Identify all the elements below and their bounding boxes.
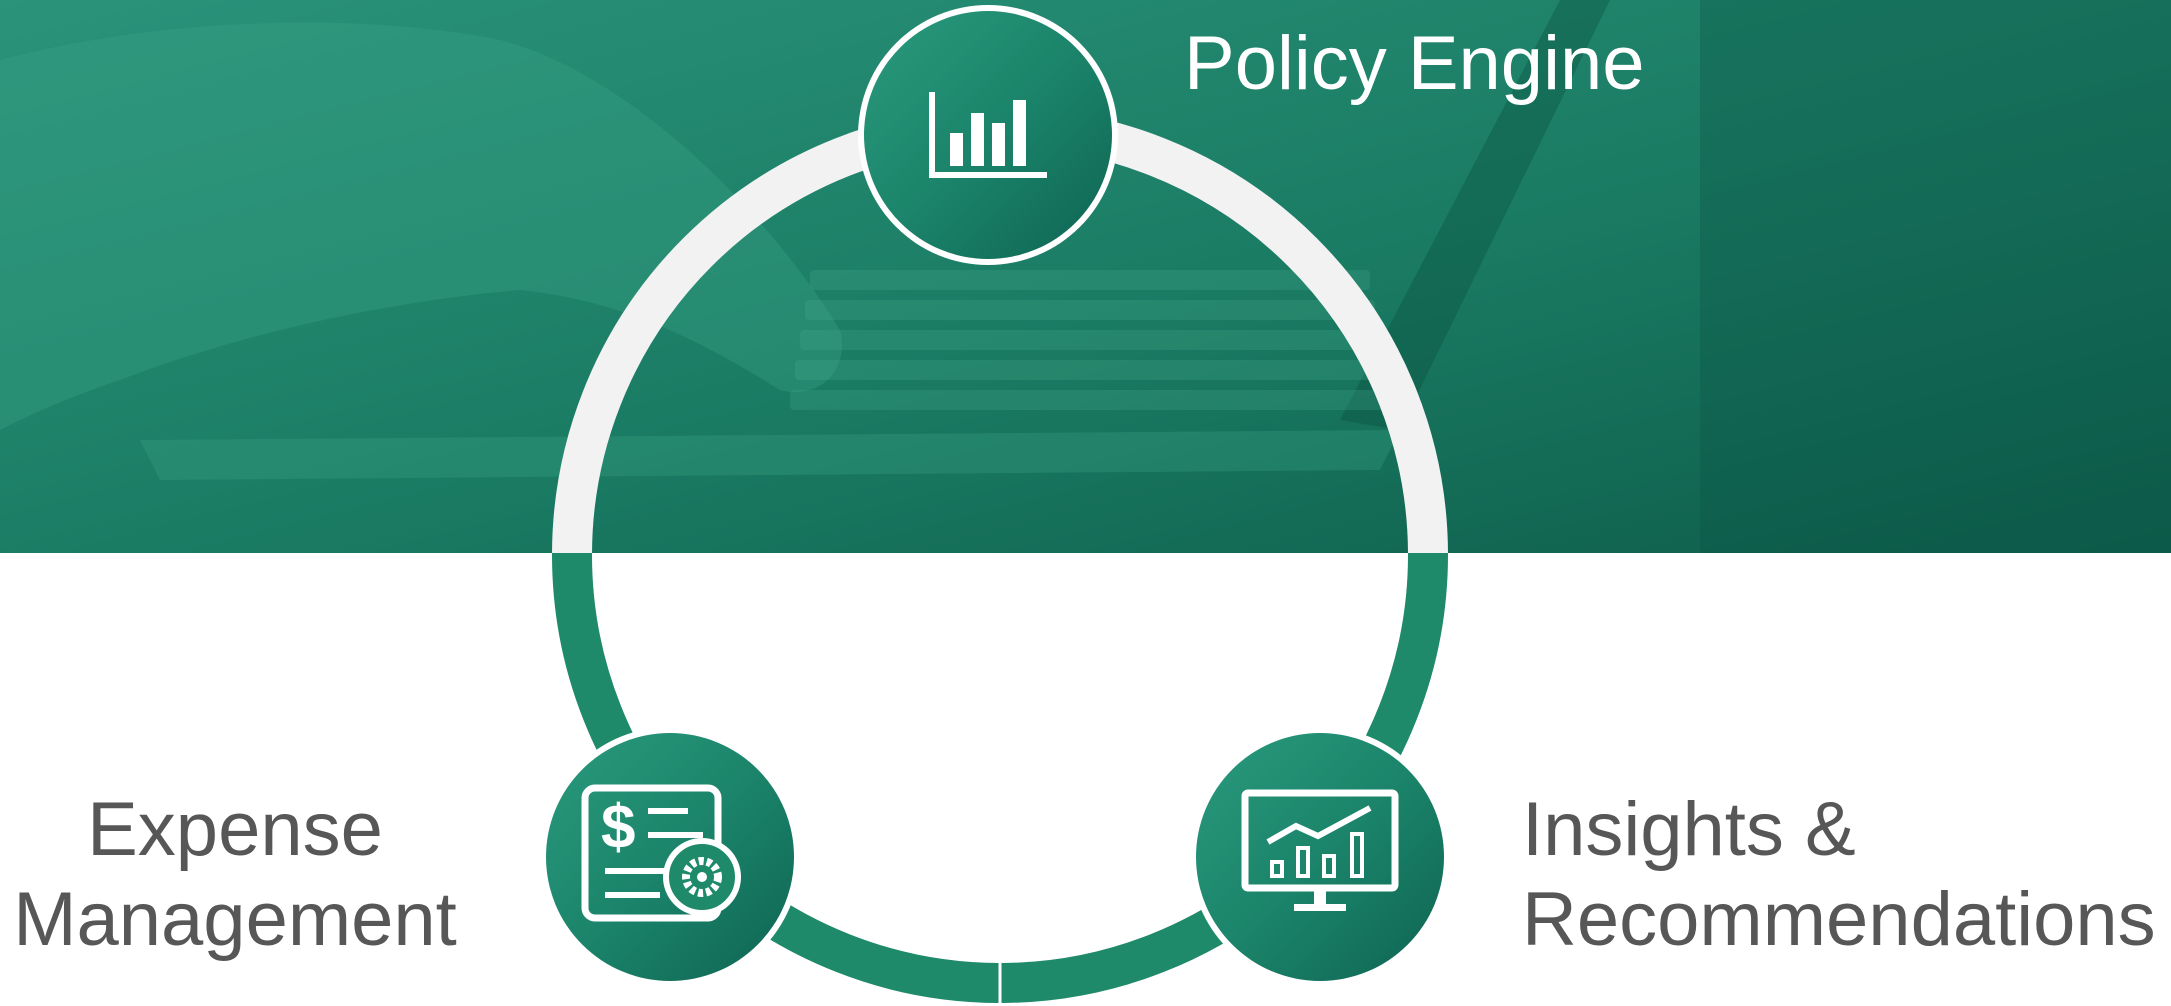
laptop-screen <box>1340 0 1610 430</box>
laptop-silhouette <box>140 430 1400 480</box>
expense-management-label: Expense Management <box>0 785 470 965</box>
policy-engine-label-line-1: Policy Engine <box>1184 21 1645 106</box>
expense-management-label-line-2: Management <box>13 877 457 962</box>
policy-engine-label: Policy Engine <box>1184 18 1645 109</box>
node-expense-management[interactable]: $ <box>540 727 800 987</box>
expense-management-label-line-1: Expense <box>87 787 383 872</box>
keyboard-keys <box>790 270 1390 410</box>
insights-recommendations-label: Insights & Recommendations <box>1522 785 2156 965</box>
hand-silhouette <box>0 22 842 430</box>
bar-chart-icon <box>929 92 1047 178</box>
monitor-chart-icon <box>1241 789 1399 911</box>
svg-text:$: $ <box>601 793 635 862</box>
insights-recommendations-label-line-2: Recommendations <box>1522 877 2156 962</box>
expense-report-icon: $ <box>581 784 741 922</box>
insights-recommendations-label-line-1: Insights & <box>1522 787 1856 872</box>
node-policy-engine[interactable] <box>858 5 1118 265</box>
node-insights-recommendations[interactable] <box>1190 727 1450 987</box>
